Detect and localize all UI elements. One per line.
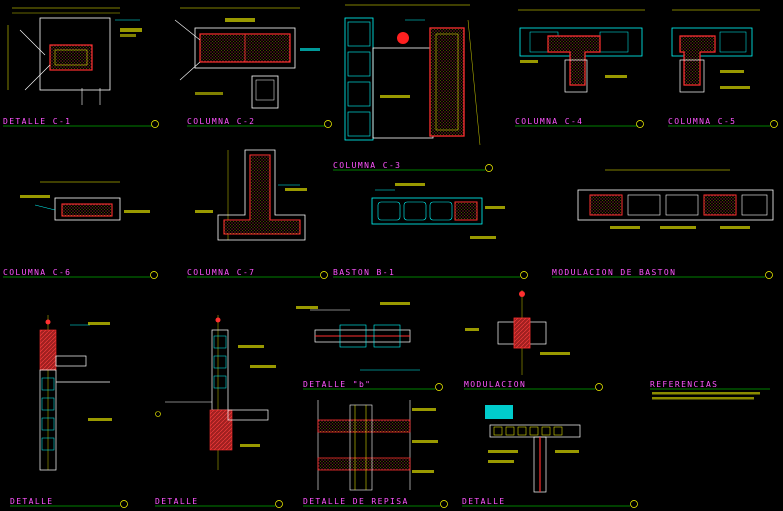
detalle-3-drawing: [485, 405, 581, 493]
title-block-detalle-1: DETALLE: [10, 497, 128, 508]
title-detalle-c1: DETALLE C-1: [3, 117, 71, 126]
section-marker-icon: [595, 383, 603, 391]
modulacion-drawing: [465, 290, 570, 375]
section-marker-icon: [636, 120, 644, 128]
title-columna-c7: COLUMNA C-7: [187, 268, 255, 277]
title-block-baston-b1: BASTON B-1: [333, 268, 528, 279]
columna-c5-drawing: [671, 9, 760, 93]
section-marker-icon: [150, 271, 158, 279]
detalle-b-drawing: [296, 302, 420, 371]
title-modulacion: MODULACION: [464, 380, 526, 389]
section-marker-icon: [151, 120, 159, 128]
title-columna-c6: COLUMNA C-6: [3, 268, 71, 277]
title-detalle-3: DETALLE: [462, 497, 506, 506]
title-block-detalle-repisa: DETALLE DE REPISA: [303, 497, 448, 508]
title-block-columna-c2: COLUMNA C-2: [187, 117, 332, 128]
title-columna-c2: COLUMNA C-2: [187, 117, 255, 126]
title-block-modulacion: MODULACION: [464, 380, 603, 391]
columna-c7-drawing: [195, 149, 307, 241]
rebar-dot-icon: [45, 319, 51, 325]
modulacion-baston-drawing: [577, 169, 774, 229]
section-marker-icon: [324, 120, 332, 128]
title-block-columna-c4: COLUMNA C-4: [515, 117, 644, 128]
title-baston-b1: BASTON B-1: [333, 268, 395, 277]
title-block-columna-c6: COLUMNA C-6: [3, 268, 158, 279]
title-block-modulacion-baston: MODULACION DE BASTON: [552, 268, 773, 279]
title-block-detalle-2: DETALLE: [155, 497, 283, 508]
section-marker-icon: [435, 383, 443, 391]
section-marker-icon: [630, 500, 638, 508]
columna-c3-drawing: [344, 4, 481, 146]
referencias-block: REFERENCIAS: [650, 380, 770, 400]
section-marker-icon: [275, 500, 283, 508]
title-detalle-repisa: DETALLE DE REPISA: [303, 497, 409, 506]
title-columna-c5: COLUMNA C-5: [668, 117, 736, 126]
columna-c2-drawing: [174, 7, 320, 109]
section-marker-icon: [120, 500, 128, 508]
title-block-detalle-b: DETALLE "b": [303, 380, 443, 391]
section-marker-icon: [440, 500, 448, 508]
detalle-1-drawing: [39, 315, 112, 471]
title-block-columna-c7: COLUMNA C-7: [187, 268, 328, 279]
detalle-2-drawing: [155, 315, 276, 470]
title-detalle-b: DETALLE "b": [303, 380, 371, 389]
title-block-detalle-c1: DETALLE C-1: [3, 117, 159, 128]
rebar-dot-icon: [215, 317, 221, 323]
title-referencias: REFERENCIAS: [650, 380, 718, 389]
title-detalle-2: DETALLE: [155, 497, 199, 506]
section-marker-icon: [520, 271, 528, 279]
detail-c1-drawing: [7, 7, 142, 105]
title-detalle-1: DETALLE: [10, 497, 54, 506]
section-marker-icon: [320, 271, 328, 279]
title-columna-c3: COLUMNA C-3: [333, 161, 401, 170]
title-modulacion-baston: MODULACION DE BASTON: [552, 268, 676, 277]
title-columna-c4: COLUMNA C-4: [515, 117, 583, 126]
title-block-columna-c3: COLUMNA C-3: [333, 161, 493, 172]
columna-c6-drawing: [20, 181, 150, 221]
title-block-detalle-3: DETALLE: [462, 497, 638, 508]
section-marker-icon: [485, 164, 493, 172]
baston-b1-drawing: [371, 183, 505, 239]
title-block-columna-c5: COLUMNA C-5: [668, 117, 778, 128]
section-marker-icon: [770, 120, 778, 128]
columna-c4-drawing: [518, 9, 645, 93]
rebar-dot-icon: [519, 291, 525, 297]
detalle-repisa-drawing: [317, 400, 438, 491]
section-marker-icon: [765, 271, 773, 279]
